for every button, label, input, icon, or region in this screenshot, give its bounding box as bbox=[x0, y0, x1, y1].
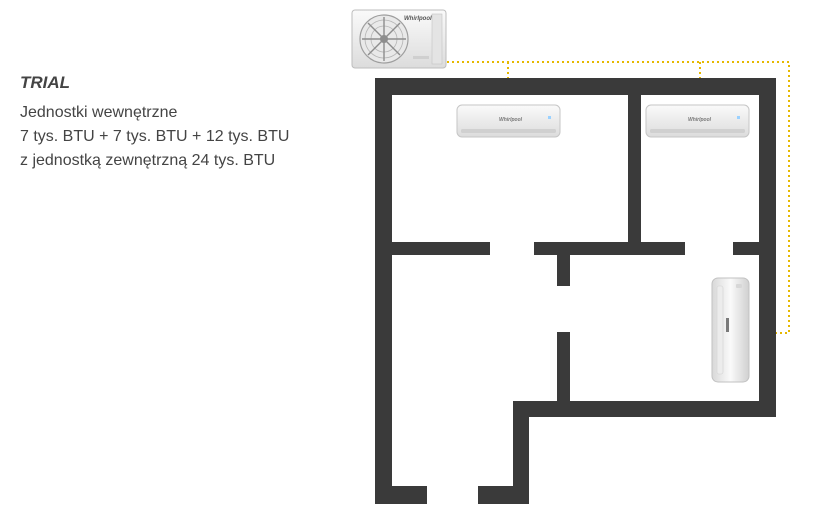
wall-bottom-right-segment bbox=[478, 486, 529, 504]
indoor-unit-brand-right: Whirlpool bbox=[688, 117, 712, 123]
caption-line-indoor-units: Jednostki wewnętrzne bbox=[20, 104, 178, 121]
indoor-wall-unit-right: Whirlpool bbox=[645, 104, 750, 138]
walls bbox=[375, 78, 776, 504]
outdoor-unit: Whirlpool bbox=[351, 9, 447, 69]
indoor-unit-brand-left: Whirlpool bbox=[499, 117, 523, 123]
wall-top bbox=[375, 78, 776, 95]
caption-line-capacities: 7 tys. BTU + 7 tys. BTU + 12 tys. BTU bbox=[20, 128, 290, 145]
caption-block: TRIAL Jednostki wewnętrzne 7 tys. BTU + … bbox=[20, 73, 289, 173]
wall-inner-step bbox=[513, 401, 529, 504]
indoor-console-unit bbox=[711, 277, 750, 383]
wall-mid-right bbox=[733, 242, 776, 255]
wall-stub-lower bbox=[557, 332, 570, 412]
indoor-wall-unit-left: Whirlpool bbox=[456, 104, 561, 138]
wall-bottom-left-segment bbox=[375, 486, 427, 504]
wall-mid-left bbox=[375, 242, 490, 255]
wall-room-divider bbox=[628, 78, 641, 255]
wall-mid-center bbox=[534, 242, 685, 255]
wall-bottom-right bbox=[513, 401, 776, 417]
outdoor-unit-brand: Whirlpool bbox=[404, 16, 432, 22]
caption-title: TRIAL bbox=[20, 73, 71, 92]
wall-stub-upper bbox=[557, 255, 570, 286]
wall-left bbox=[375, 78, 392, 504]
caption-line-outdoor-unit: z jednostką zewnętrzną 24 tys. BTU bbox=[20, 152, 276, 169]
